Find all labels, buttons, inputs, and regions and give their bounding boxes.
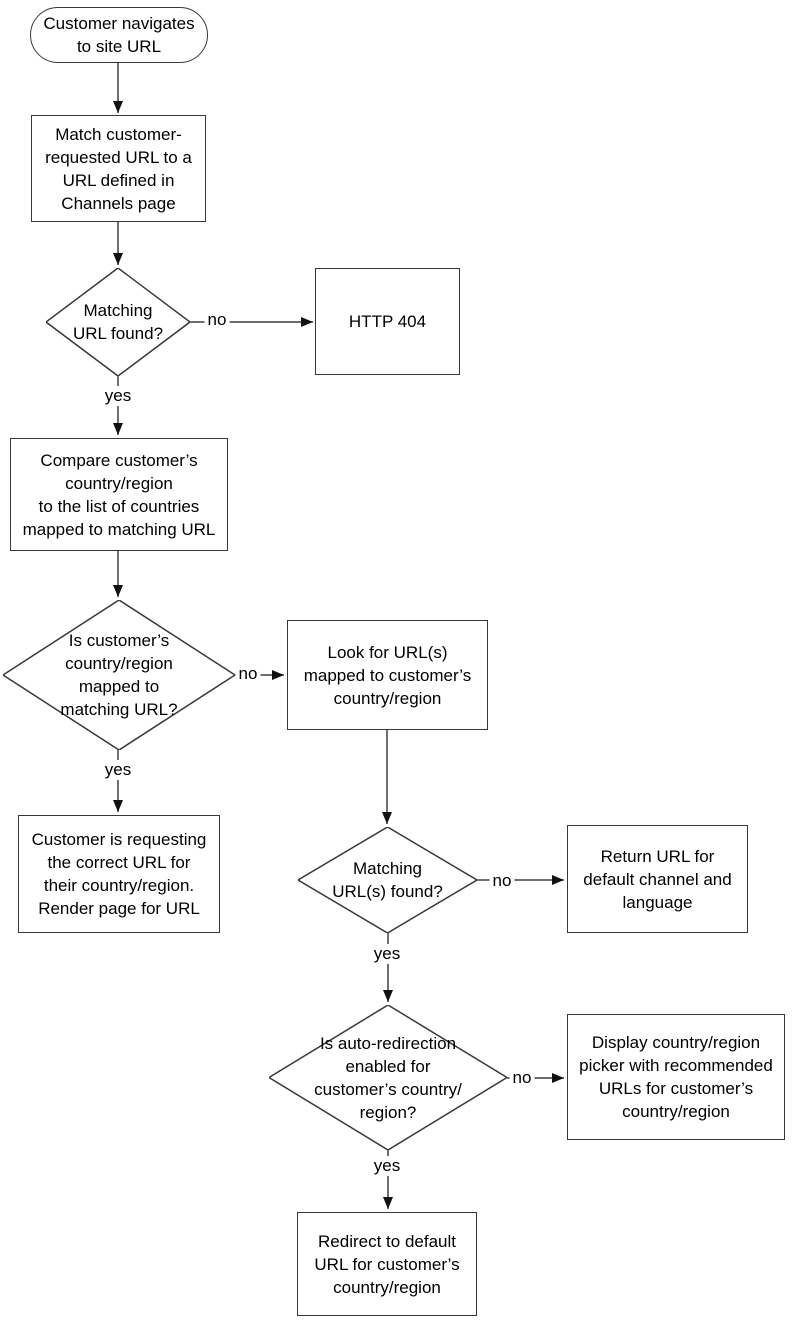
node-display-picker-label: Display country/region picker with recom… [579,1033,773,1121]
node-redirect-default: Redirect to default URL for customer’s c… [297,1212,477,1316]
node-country-mapped: Is customer’s country/region mapped to m… [3,600,235,750]
node-match-url-label: Match customer- requested URL to a URL d… [45,124,192,213]
node-compare-country-label: Compare customer’s country/region to the… [22,450,216,539]
node-auto-redirect: Is auto-redirection enabled for customer… [269,1005,507,1150]
diamond-shape [269,1005,507,1150]
diamond-shape [298,827,477,933]
node-look-for-urls: Look for URL(s) mapped to customer’s cou… [287,620,488,730]
edge-label-urls-found-yes: yes [370,944,404,964]
edge-label-mapped-yes: yes [101,760,135,780]
node-correct-url: Customer is requesting the correct URL f… [18,815,220,933]
edge-label-urls-found-no: no [489,871,515,891]
diamond-shape [46,268,190,376]
node-country-mapped-label: Is customer’s country/region mapped to m… [60,631,178,719]
node-matching-url-found-label: Matching URL found? [72,301,164,343]
edge-label-auto-no: no [509,1068,535,1088]
edge-label-found-no: no [204,310,230,330]
node-start: Customer navigates to site URL [30,7,208,63]
node-redirect-default-label: Redirect to default URL for customer’s c… [314,1231,460,1297]
node-compare-country: Compare customer’s country/region to the… [10,438,228,551]
diamond-shape [3,600,235,750]
node-start-label: Customer navigates to site URL [43,14,195,56]
node-correct-url-label: Customer is requesting the correct URL f… [31,830,207,918]
node-http-404-label: HTTP 404 [348,312,427,331]
edge-label-auto-yes: yes [370,1156,404,1176]
node-return-default-label: Return URL for default channel and langu… [583,846,732,912]
node-display-picker: Display country/region picker with recom… [567,1014,785,1140]
node-matching-url-found: Matching URL found? [46,268,190,376]
edge-label-found-yes: yes [101,386,135,406]
node-matching-urls-found-label: Matching URL(s) found? [332,859,443,901]
edge-label-mapped-no: no [235,664,261,684]
node-return-default: Return URL for default channel and langu… [567,825,748,933]
node-matching-urls-found: Matching URL(s) found? [298,827,477,933]
node-auto-redirect-label: Is auto-redirection enabled for customer… [314,1033,462,1122]
node-look-for-urls-label: Look for URL(s) mapped to customer’s cou… [303,642,472,708]
node-http-404: HTTP 404 [315,268,460,375]
node-match-url: Match customer- requested URL to a URL d… [31,115,206,222]
